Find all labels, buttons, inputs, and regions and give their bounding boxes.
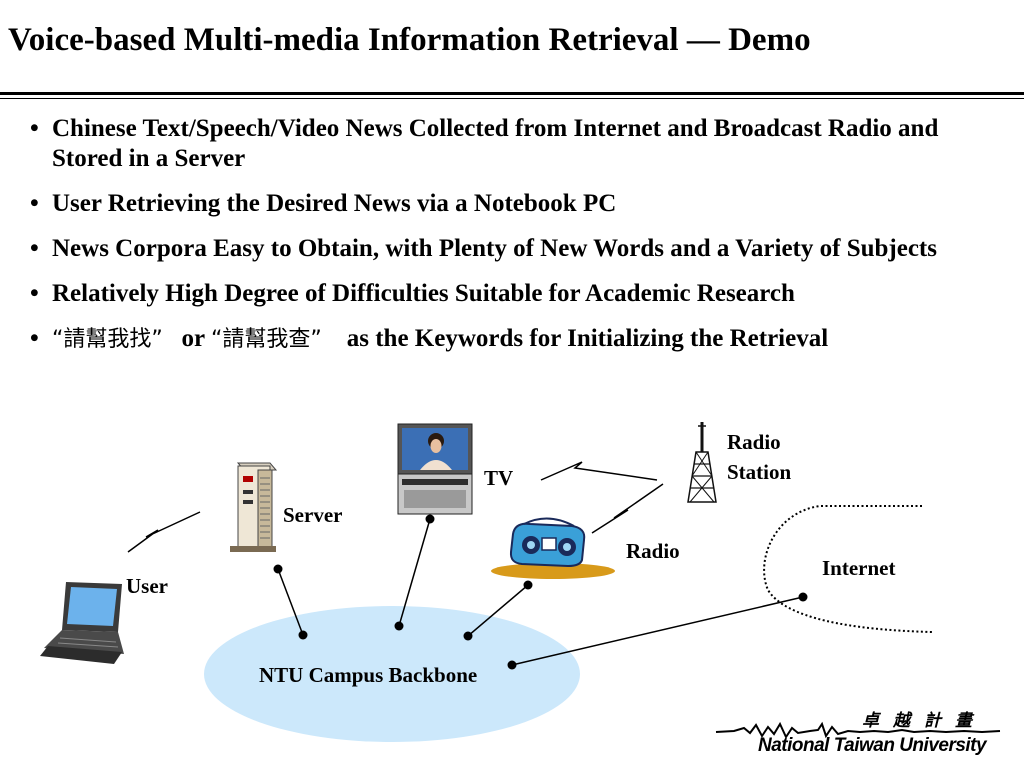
radio-label: Radio [626,539,680,563]
internet-link [511,596,804,666]
node-dot [798,592,808,602]
node-dot [273,564,283,574]
radio-station-label-line2: Station [727,460,792,484]
bullet-item: •Relatively High Degree of Difficulties … [30,280,795,307]
keyword-or: or [181,325,205,352]
wireless-user-server [127,511,201,553]
bullet-item: •Chinese Text/Speech/Video News Collecte… [30,115,939,172]
logo-cjk-text: 卓越計畫 [862,711,986,731]
tv-link [398,518,431,627]
bullet-item: •User Retrieving the Desired News via a … [30,190,617,217]
node-dot [394,621,404,631]
server-link [277,568,304,636]
bullet-list: •Chinese Text/Speech/Video News Collecte… [30,114,1000,370]
tv-icon [397,423,473,515]
logo-university-name: National Taiwan University [758,735,987,756]
server-label: Server [283,503,343,527]
node-dot [298,630,308,640]
connection-dots [273,514,808,670]
logo-waveform [715,721,1001,740]
bullet-text: Relatively High Degree of Difficulties S… [52,280,795,307]
keyword-2: “請幫我查” [210,327,322,352]
bullet-text: News Corpora Easy to Obtain, with Plenty… [52,235,937,262]
wireless-links [127,461,664,553]
bullet-text: as the Keywords for Initializing the Ret… [346,325,829,352]
tv-label: TV [484,466,514,490]
wireless-tv-station [540,461,658,481]
node-dot [523,580,533,590]
server-tower-icon [230,462,278,552]
bullet-item: •News Corpora Easy to Obtain, with Plent… [30,235,937,262]
user-label: User [126,574,168,598]
boombox-icon [491,517,615,579]
backbone-label: NTU Campus Backbone [259,663,478,687]
bullet-item: •“請幫我找” or “請幫我查” as the Keywords for In… [30,325,829,352]
slide-title: Voice-based Multi-media Information Retr… [8,22,811,58]
node-dot [463,631,473,641]
node-dot [507,660,517,670]
radio-tower-icon [687,422,717,503]
title-rule-thick [0,92,1024,95]
bullet-text: User Retrieving the Desired News via a N… [52,190,617,217]
wireless-radio-station [591,483,664,534]
node-dot [425,514,435,524]
radio-station-label-line1: Radio [727,430,781,454]
bullet-text: Chinese Text/Speech/Video News Collected… [52,115,939,172]
title-rule-thin [0,98,1024,99]
keyword-1: “請幫我找” [52,327,163,352]
laptop-icon [40,582,124,664]
internet-label: Internet [822,556,896,580]
connection-lines [277,518,804,666]
radio-link [467,584,529,637]
campus-backbone-ellipse [204,606,580,742]
internet-cloud-arc [763,505,933,633]
